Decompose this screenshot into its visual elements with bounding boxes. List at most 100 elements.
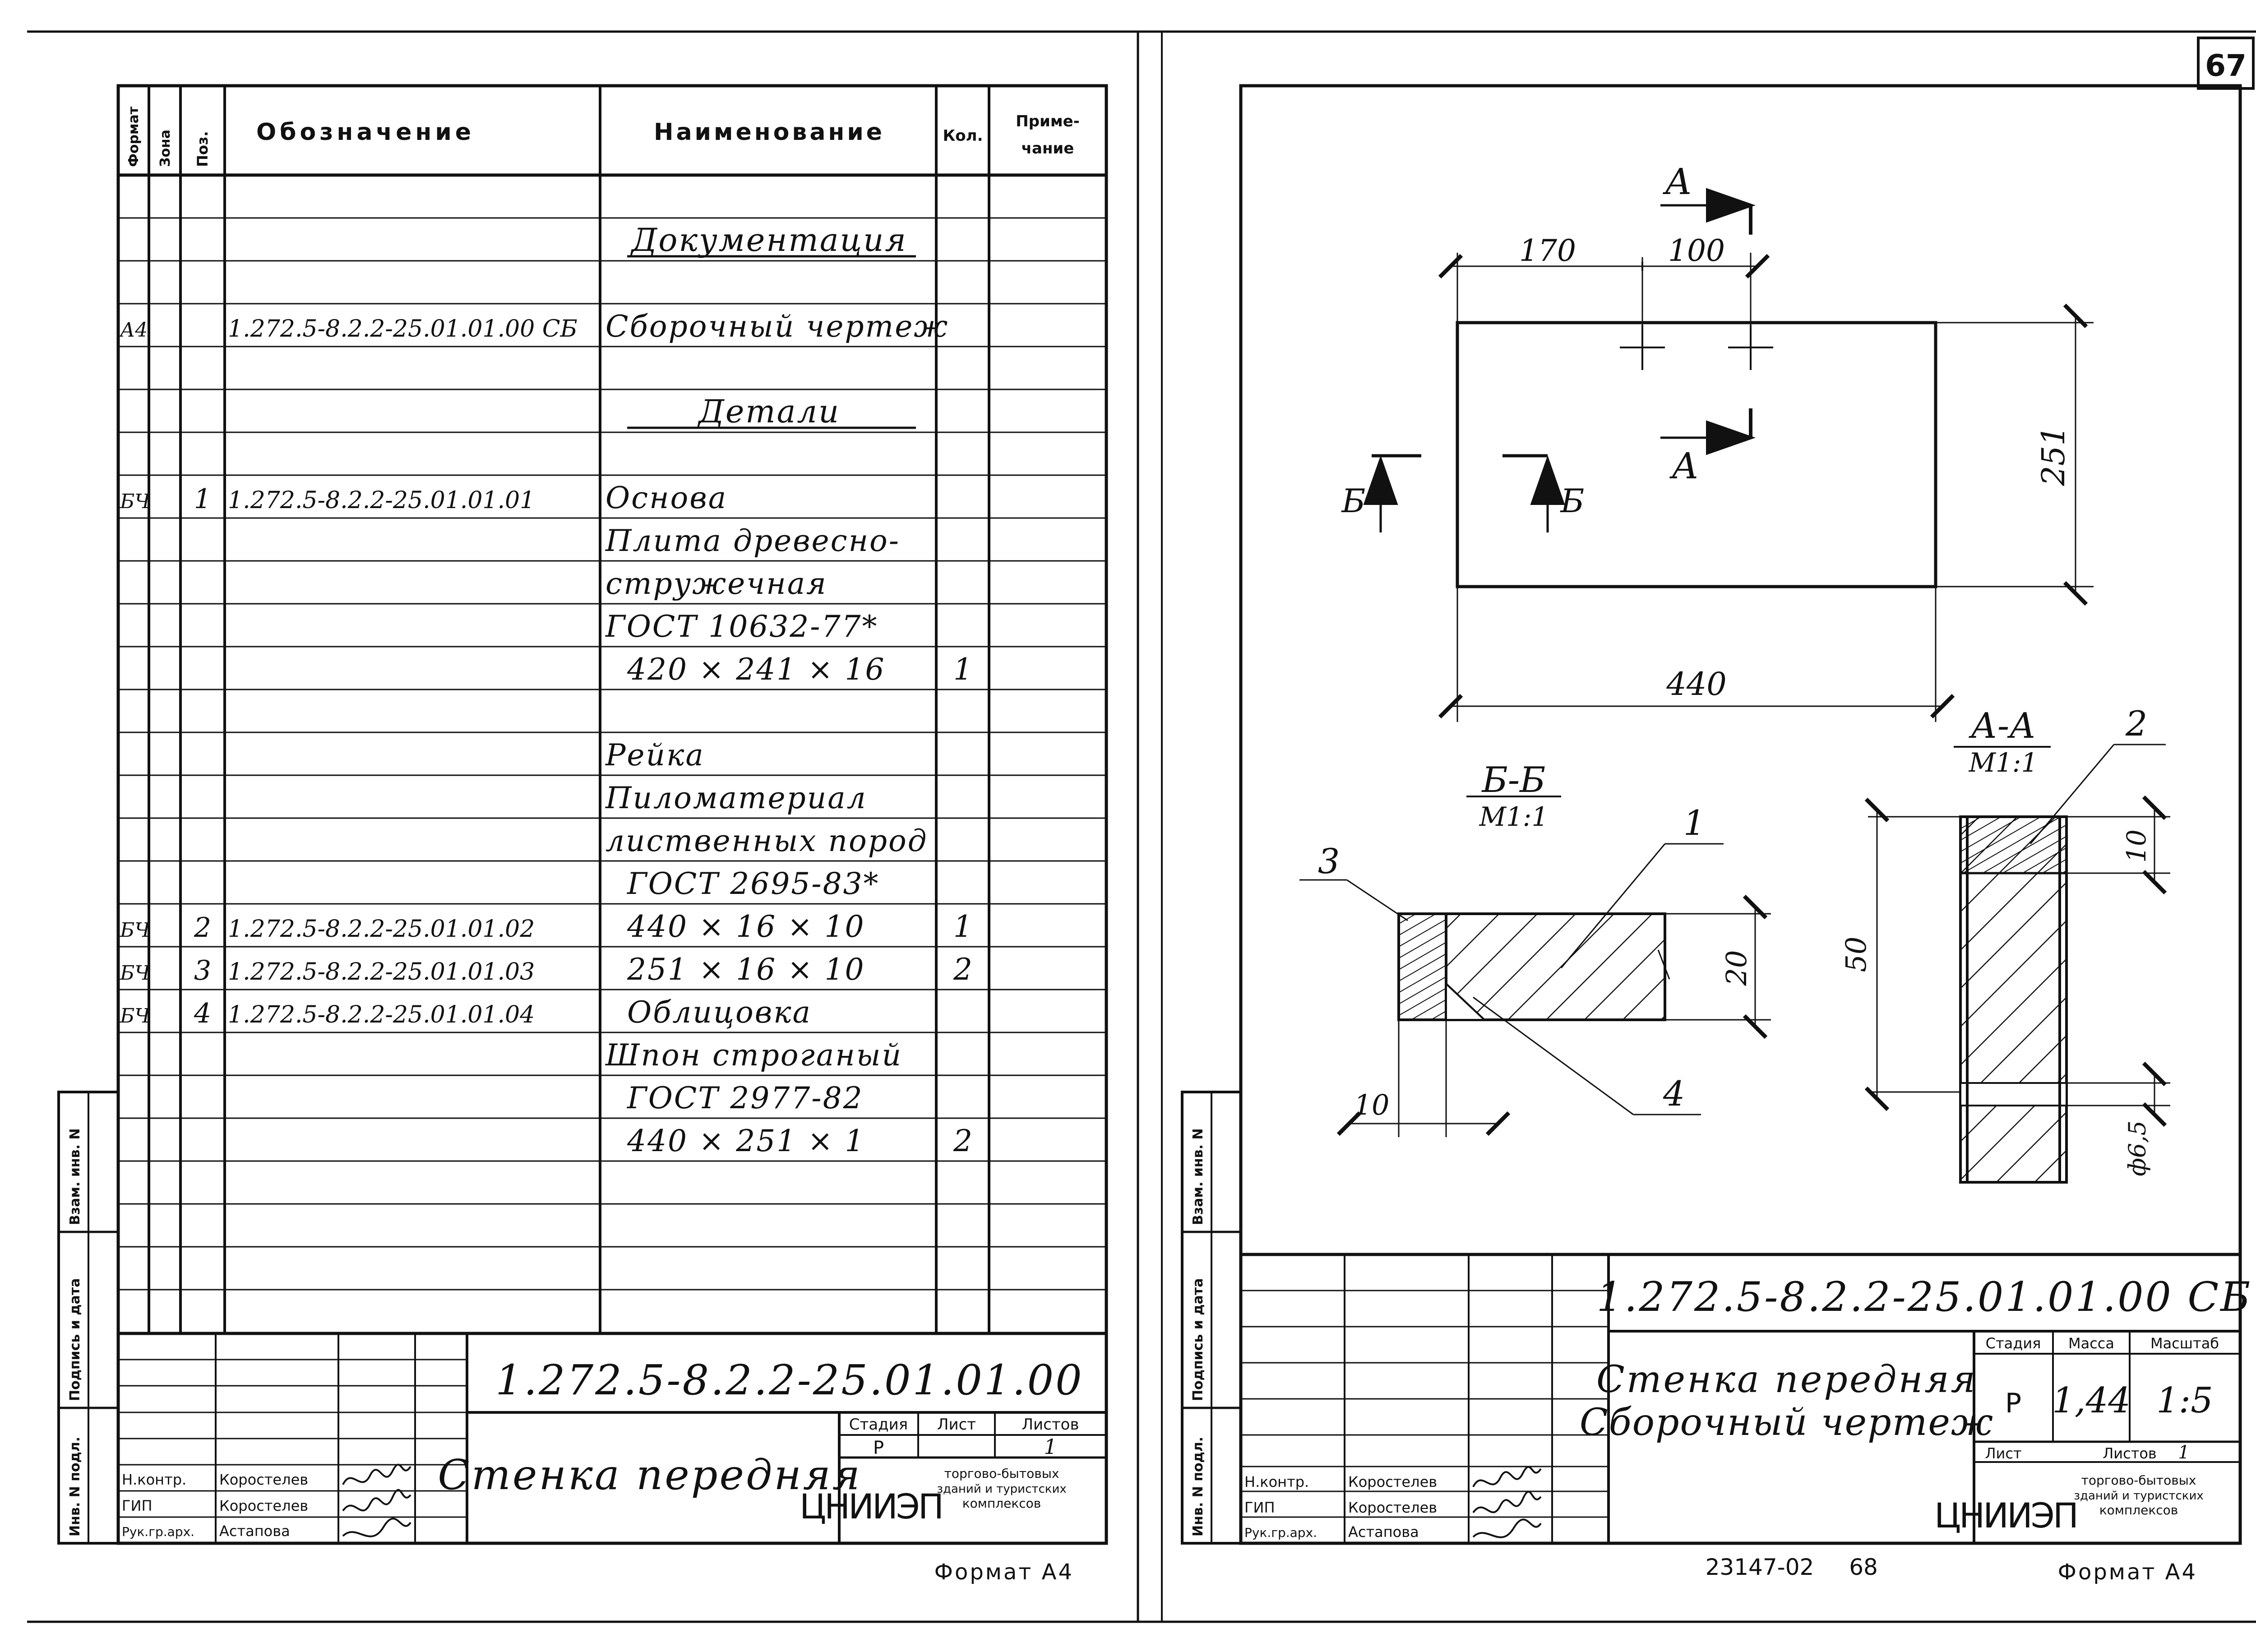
table-row: ГОСТ 2977-82 — [626, 1081, 864, 1115]
table-row: Документация — [627, 222, 916, 259]
left-format-label: Формат А4 — [934, 1559, 1074, 1585]
right-tb-org-1: торгово-бытовых — [2081, 1473, 2196, 1488]
table-row: 420 × 241 × 16 1 — [627, 652, 972, 687]
right-tb-sheets-label: Листов — [2103, 1445, 2157, 1462]
row-name: ГОСТ 2977-82 — [626, 1081, 864, 1115]
left-side-stamp: Взам. инв. N Подпись и дата Инв. N подл. — [57, 1091, 120, 1545]
row-quantity: 2 — [953, 952, 972, 987]
callout-4: 4 — [1663, 1074, 1685, 1114]
section-aa-labels: А-А М1:1 2 50 10 ф6,5 — [1840, 703, 2152, 1176]
signature-icon — [342, 1463, 411, 1537]
section-aa-title: А-А — [1969, 706, 2036, 746]
right-tb-org-3: комплексов — [2099, 1503, 2178, 1518]
left-tb-designation: 1.272.5-8.2.2-25.01.01.00 — [495, 1356, 1083, 1404]
left-tb-org-1: торгово-бытовых — [944, 1466, 1059, 1481]
r-side-label-podpis: Подпись и дата — [1190, 1278, 1206, 1401]
left-tb-name-2: Коростелев — [219, 1497, 308, 1514]
row-position: 2 — [194, 912, 211, 944]
row-quantity: 1 — [953, 652, 972, 687]
right-tb-role-3: Рук.гр.арх. — [1244, 1525, 1317, 1540]
row-name: 251 × 16 × 10 — [627, 952, 865, 987]
row-format: БЧ — [120, 490, 150, 513]
callout-2: 2 — [2125, 703, 2147, 744]
dim-251: 251 — [2035, 426, 2072, 486]
right-tb-mass: 1,44 — [2052, 1380, 2131, 1421]
row-quantity: 1 — [953, 909, 972, 944]
table-row: Пиломатериал — [605, 781, 866, 815]
left-tb-role-3: Рук.гр.арх. — [122, 1524, 194, 1539]
right-tb-org-logo: ЦНИИЭП — [1934, 1495, 2077, 1536]
right-side-stamp: Взам. инв. N Подпись и дата Инв. N подл. — [1181, 1091, 1242, 1545]
signature-icon — [1472, 1466, 1542, 1538]
row-designation: 1.272.5-8.2.2-25.01.01.00 СБ — [228, 315, 578, 342]
section-bb-title: Б-Б — [1481, 760, 1546, 801]
dim-50: 50 — [1840, 937, 1872, 972]
row-format: БЧ — [120, 962, 150, 985]
left-tb-role-1: Н.контр. — [122, 1471, 186, 1488]
right-format-label: Формат А4 — [2058, 1559, 2197, 1585]
left-tb-role-2: ГИП — [122, 1497, 153, 1514]
row-name: стружечная — [606, 566, 828, 601]
header-qty: Кол. — [943, 127, 983, 145]
row-position: 3 — [194, 955, 211, 986]
header-note-2: чание — [1022, 139, 1074, 157]
right-tb-mass-label: Масса — [2068, 1335, 2114, 1352]
right-tb-scale: 1:5 — [2156, 1380, 2213, 1421]
row-name: 420 × 241 × 16 — [627, 652, 885, 687]
archive-page: 68 — [1849, 1554, 1878, 1580]
row-format: А4 — [119, 319, 148, 342]
dim-hole: ф6,5 — [2124, 1120, 2151, 1176]
row-name: Детали — [697, 393, 840, 430]
side-label-inv: Инв. N подл. — [67, 1437, 83, 1536]
table-row: Рейка — [605, 738, 703, 773]
page-frame — [27, 30, 2256, 1623]
table-row: Плита древесно- — [605, 523, 900, 558]
row-name: лиственных пород — [606, 824, 928, 858]
table-row: лиственных пород — [606, 824, 928, 858]
left-tb-org-logo: ЦНИИЭП — [800, 1486, 942, 1527]
right-tb-stage-label: Стадия — [1986, 1335, 2041, 1352]
row-name: 440 × 251 × 1 — [627, 1124, 865, 1158]
left-tb-sheets-label: Листов — [1022, 1416, 1079, 1434]
dim-440: 440 — [1666, 666, 1727, 703]
dim-20: 20 — [1720, 950, 1753, 986]
table-row: Детали — [627, 393, 916, 430]
right-tb-scale-label: Масштаб — [2150, 1335, 2219, 1352]
dim-10-aa: 10 — [2121, 829, 2152, 863]
header-format: Формат — [126, 106, 142, 167]
right-tb-role-1: Н.контр. — [1244, 1473, 1309, 1490]
spec-table-header: Формат Зона Поз. Обозначение Наименовани… — [126, 106, 1080, 167]
right-tb-name-3: Астапова — [1348, 1523, 1419, 1541]
row-name: Плита древесно- — [605, 523, 900, 558]
header-note-1: Приме- — [1016, 112, 1080, 130]
section-b-right: Б — [1560, 482, 1585, 520]
row-name: ГОСТ 2695-83* — [626, 866, 880, 901]
section-b-left: Б — [1341, 482, 1366, 520]
right-sheet: 170 100 251 440 А А Б Б — [1181, 84, 2250, 1585]
row-designation: 1.272.5-8.2.2-25.01.01.02 — [228, 916, 535, 943]
section-a-top: А — [1663, 161, 1692, 203]
page-number-box: 67 — [2197, 37, 2255, 90]
header-zone: Зона — [157, 130, 173, 167]
left-tb-sheets: 1 — [1044, 1435, 1057, 1459]
left-tb-sheet-label: Лист — [937, 1416, 976, 1434]
left-tb-org-2: зданий и туристских — [937, 1482, 1067, 1496]
callout-3: 3 — [1318, 841, 1340, 881]
spec-table-grid — [118, 86, 1106, 1333]
callout-1: 1 — [1683, 803, 1705, 843]
section-aa — [1864, 744, 2170, 1184]
right-tb-sheets: 1 — [2178, 1442, 2189, 1463]
section-bb — [1299, 796, 1771, 1137]
r-side-label-inv: Инв. N подл. — [1190, 1437, 1206, 1536]
section-bb-scale: М1:1 — [1479, 801, 1549, 832]
table-row: ГОСТ 2695-83* — [626, 866, 880, 901]
right-title-block: 1.272.5-8.2.2-25.01.01.00 СБ Стенка пере… — [1241, 1253, 2250, 1543]
left-title-block: 1.272.5-8.2.2-25.01.01.00 Стенка передня… — [118, 1332, 1106, 1543]
